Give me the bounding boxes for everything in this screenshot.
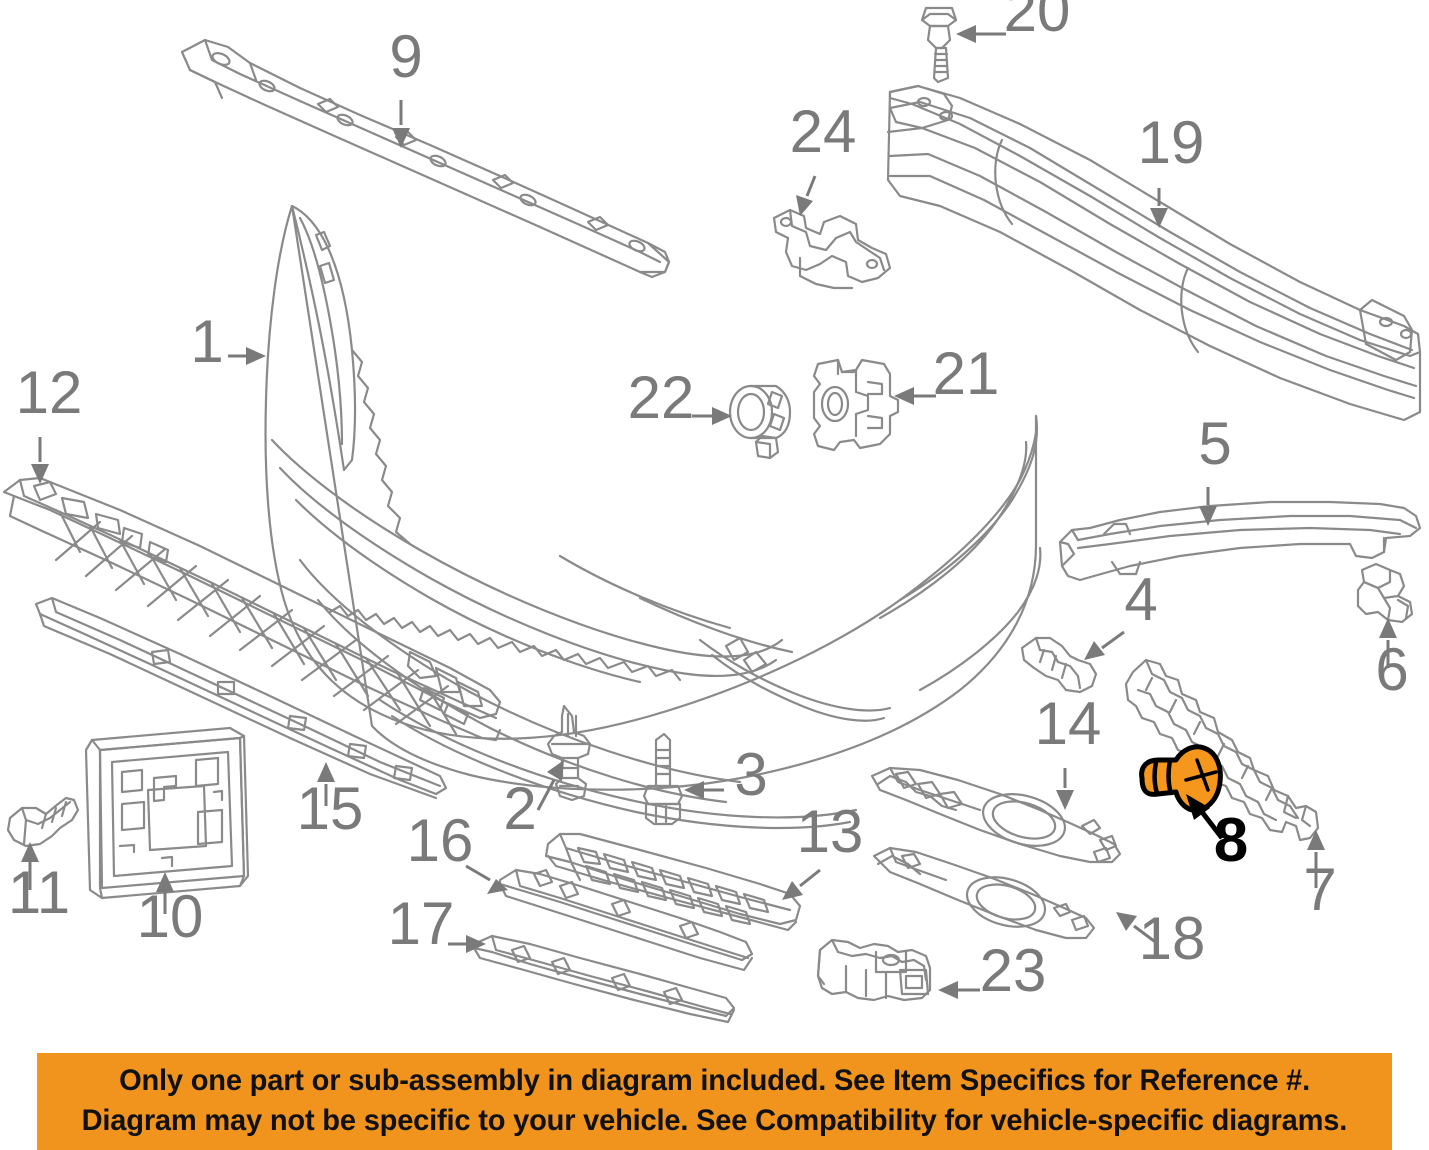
part-11-clip-screw — [6, 796, 80, 848]
leader-5 — [1199, 487, 1217, 526]
part-label-6: 6 — [1375, 636, 1408, 703]
part-8-highlighted-screw — [1139, 744, 1223, 813]
part-17-valance-trim — [472, 934, 736, 1024]
part-label-12: 12 — [16, 359, 83, 426]
part-label-24: 24 — [790, 98, 857, 165]
leader-6 — [1379, 618, 1397, 668]
part-3-tapping-screw — [642, 732, 684, 826]
part-label-4: 4 — [1124, 566, 1157, 633]
part-1-bumper-cover — [264, 204, 1042, 830]
part-label-11: 11 — [8, 859, 70, 926]
leader-22 — [692, 407, 732, 425]
leader-23 — [938, 981, 980, 999]
part-label-3: 3 — [734, 741, 767, 808]
part-label-16: 16 — [407, 807, 474, 874]
leader-11 — [21, 842, 39, 890]
leader-19 — [1150, 188, 1168, 228]
part-label-5: 5 — [1198, 410, 1231, 477]
banner-line-1: Only one part or sub-assembly in diagram… — [119, 1063, 1310, 1097]
disclaimer-banner: Only one part or sub-assembly in diagram… — [37, 1053, 1392, 1150]
part-24-mounting-bracket — [772, 208, 892, 290]
leader-18 — [1116, 912, 1159, 946]
part-label-15: 15 — [297, 775, 364, 842]
leader-4 — [1084, 630, 1125, 660]
part-22-parking-sensor — [728, 384, 792, 460]
leader-12 — [31, 437, 49, 484]
part-label-1: 1 — [190, 308, 223, 375]
leader-9 — [392, 100, 410, 148]
part-label-20: 20 — [1004, 0, 1071, 44]
leader-7 — [1307, 830, 1325, 888]
leader-21 — [894, 387, 936, 405]
part-4-clip — [1020, 636, 1098, 694]
leader-10 — [156, 872, 174, 914]
part-10-plate-bracket — [84, 726, 250, 900]
part-label-23: 23 — [980, 937, 1047, 1004]
part-13-center-grille — [544, 832, 802, 932]
leader-8 — [1186, 794, 1224, 840]
part-label-17: 17 — [388, 890, 455, 957]
part-label-18: 18 — [1139, 905, 1206, 972]
part-18-fog-bezel-lower — [872, 846, 1096, 940]
part-9-upper-beam-support — [180, 38, 671, 279]
leader-3 — [684, 781, 724, 799]
leader-17 — [448, 935, 486, 953]
part-label-9: 9 — [389, 23, 422, 90]
part-label-10: 10 — [137, 883, 204, 950]
part-5-stiffener-beam — [1058, 500, 1422, 582]
part-2-push-pin-clip — [546, 704, 592, 802]
leader-1 — [228, 347, 266, 365]
part-15-lower-molding — [34, 596, 448, 800]
part-16-side-trim — [498, 868, 754, 972]
part-label-19: 19 — [1138, 109, 1205, 176]
leader-2 — [536, 760, 564, 811]
part-label-8: 8 — [1214, 806, 1248, 875]
part-label-14: 14 — [1035, 690, 1102, 757]
leader-14 — [1056, 768, 1074, 810]
leader-13 — [782, 868, 821, 900]
part-label-2: 2 — [503, 775, 536, 842]
part-21-sensor-retainer — [812, 358, 900, 452]
part-14-fog-bezel-upper — [870, 766, 1122, 864]
leader-16 — [465, 864, 508, 894]
part-23-connector — [816, 938, 932, 1002]
part-6-flange-bolt — [1356, 562, 1414, 624]
leader-15 — [317, 762, 335, 806]
leader-20 — [956, 25, 1006, 43]
part-label-13: 13 — [797, 798, 864, 865]
leader-24 — [796, 175, 817, 216]
part-label-7: 7 — [1303, 856, 1336, 923]
part-label-22: 22 — [628, 364, 695, 431]
part-20-stud-bolt — [920, 6, 958, 84]
part-12-upper-grille — [2, 476, 502, 742]
part-label-21: 21 — [933, 340, 1000, 407]
banner-line-2: Diagram may not be specific to your vehi… — [81, 1103, 1348, 1137]
part-19-reinforcement-beam — [886, 84, 1422, 422]
